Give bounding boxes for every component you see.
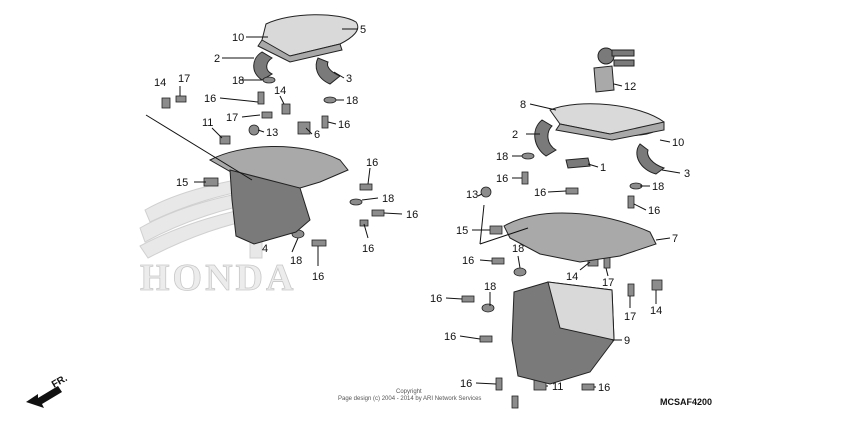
arrow-icon: [26, 386, 62, 408]
right-callout-16: 16: [444, 331, 456, 343]
right-frame: [503, 212, 657, 263]
left-callouts: 10 5 2 3 18 18 14 17 16 14 17 11 13 16 6…: [154, 24, 418, 283]
left-hinge-front: [253, 51, 274, 81]
left-callout-18: 18: [290, 255, 302, 267]
right-callout-16: 16: [598, 382, 610, 394]
left-callout-16: 16: [362, 243, 374, 255]
right-callout-16: 16: [462, 255, 474, 267]
left-callout-16: 16: [312, 271, 324, 283]
left-callout-4: 4: [262, 243, 268, 255]
right-callout-11: 11: [552, 381, 563, 393]
honda-watermark-text: HONDA: [140, 257, 296, 299]
left-callout-3: 3: [346, 73, 352, 85]
left-callout-18: 18: [382, 193, 394, 205]
left-leader-lines: [145, 28, 403, 266]
right-hinge-rear: [636, 143, 666, 175]
left-callout-16: 16: [406, 209, 418, 221]
left-callout-14: 14: [154, 77, 166, 89]
right-callout-14: 14: [566, 271, 578, 283]
right-callout-18: 18: [512, 243, 524, 255]
left-callout-16: 16: [204, 93, 216, 105]
right-lock-plate: [565, 157, 591, 169]
copyright-line-2: Page design (c) 2004 - 2014 by ARI Netwo…: [338, 396, 481, 402]
front-direction-label: FR.: [50, 373, 70, 391]
left-callout-17: 17: [178, 73, 190, 85]
right-callout-8: 8: [520, 99, 526, 111]
left-callout-5: 5: [360, 24, 366, 36]
right-callout-10: 10: [672, 137, 684, 149]
right-callout-18: 18: [484, 281, 496, 293]
left-callout-6: 6: [314, 129, 320, 141]
right-callout-16: 16: [534, 187, 546, 199]
left-storage-box: [229, 169, 311, 245]
left-callout-14: 14: [274, 85, 286, 97]
right-callout-12: 12: [624, 81, 636, 93]
front-direction-arrow: FR.: [26, 373, 70, 408]
right-callout-14: 14: [650, 305, 662, 317]
right-callout-7: 7: [672, 233, 678, 245]
right-callout-16: 16: [496, 173, 508, 185]
right-callout-3: 3: [684, 168, 690, 180]
left-assembly: [161, 14, 385, 247]
left-callout-18: 18: [346, 95, 358, 107]
diagram-code: MCSAF4200: [660, 397, 712, 407]
right-callout-17: 17: [602, 277, 614, 289]
right-leader-lines: [445, 83, 681, 388]
left-hinge-rear: [315, 57, 341, 85]
right-callout-16: 16: [460, 378, 472, 390]
right-callout-2: 2: [512, 129, 518, 141]
right-callout-16: 16: [648, 205, 660, 217]
right-callout-15: 15: [456, 225, 468, 237]
right-key-cylinder: [593, 47, 635, 93]
right-callouts: 12 8 2 10 18 1 3 16 18 13 16 16 15 7 18 …: [430, 81, 690, 394]
left-callout-16: 16: [366, 157, 378, 169]
right-callout-18: 18: [496, 151, 508, 163]
left-callout-15: 15: [176, 177, 188, 189]
left-callout-10: 10: [232, 32, 244, 44]
left-callout-13: 13: [266, 127, 278, 139]
left-callout-11: 11: [202, 117, 213, 129]
right-seat-seal: [555, 121, 665, 141]
right-hinge-front: [534, 119, 557, 157]
right-assembly: [461, 47, 666, 409]
right-callout-1: 1: [600, 162, 606, 174]
right-callout-9: 9: [624, 335, 630, 347]
left-callout-2: 2: [214, 53, 220, 65]
right-callout-18: 18: [652, 181, 664, 193]
left-callout-16: 16: [338, 119, 350, 131]
copyright-line-1: Copyright: [396, 389, 422, 395]
left-seal-strip: [257, 39, 343, 63]
right-callout-16: 16: [430, 293, 442, 305]
right-callout-17: 17: [624, 311, 636, 323]
left-callout-17: 17: [226, 112, 238, 124]
left-callout-18: 18: [232, 75, 244, 87]
right-callout-13: 13: [466, 189, 478, 201]
